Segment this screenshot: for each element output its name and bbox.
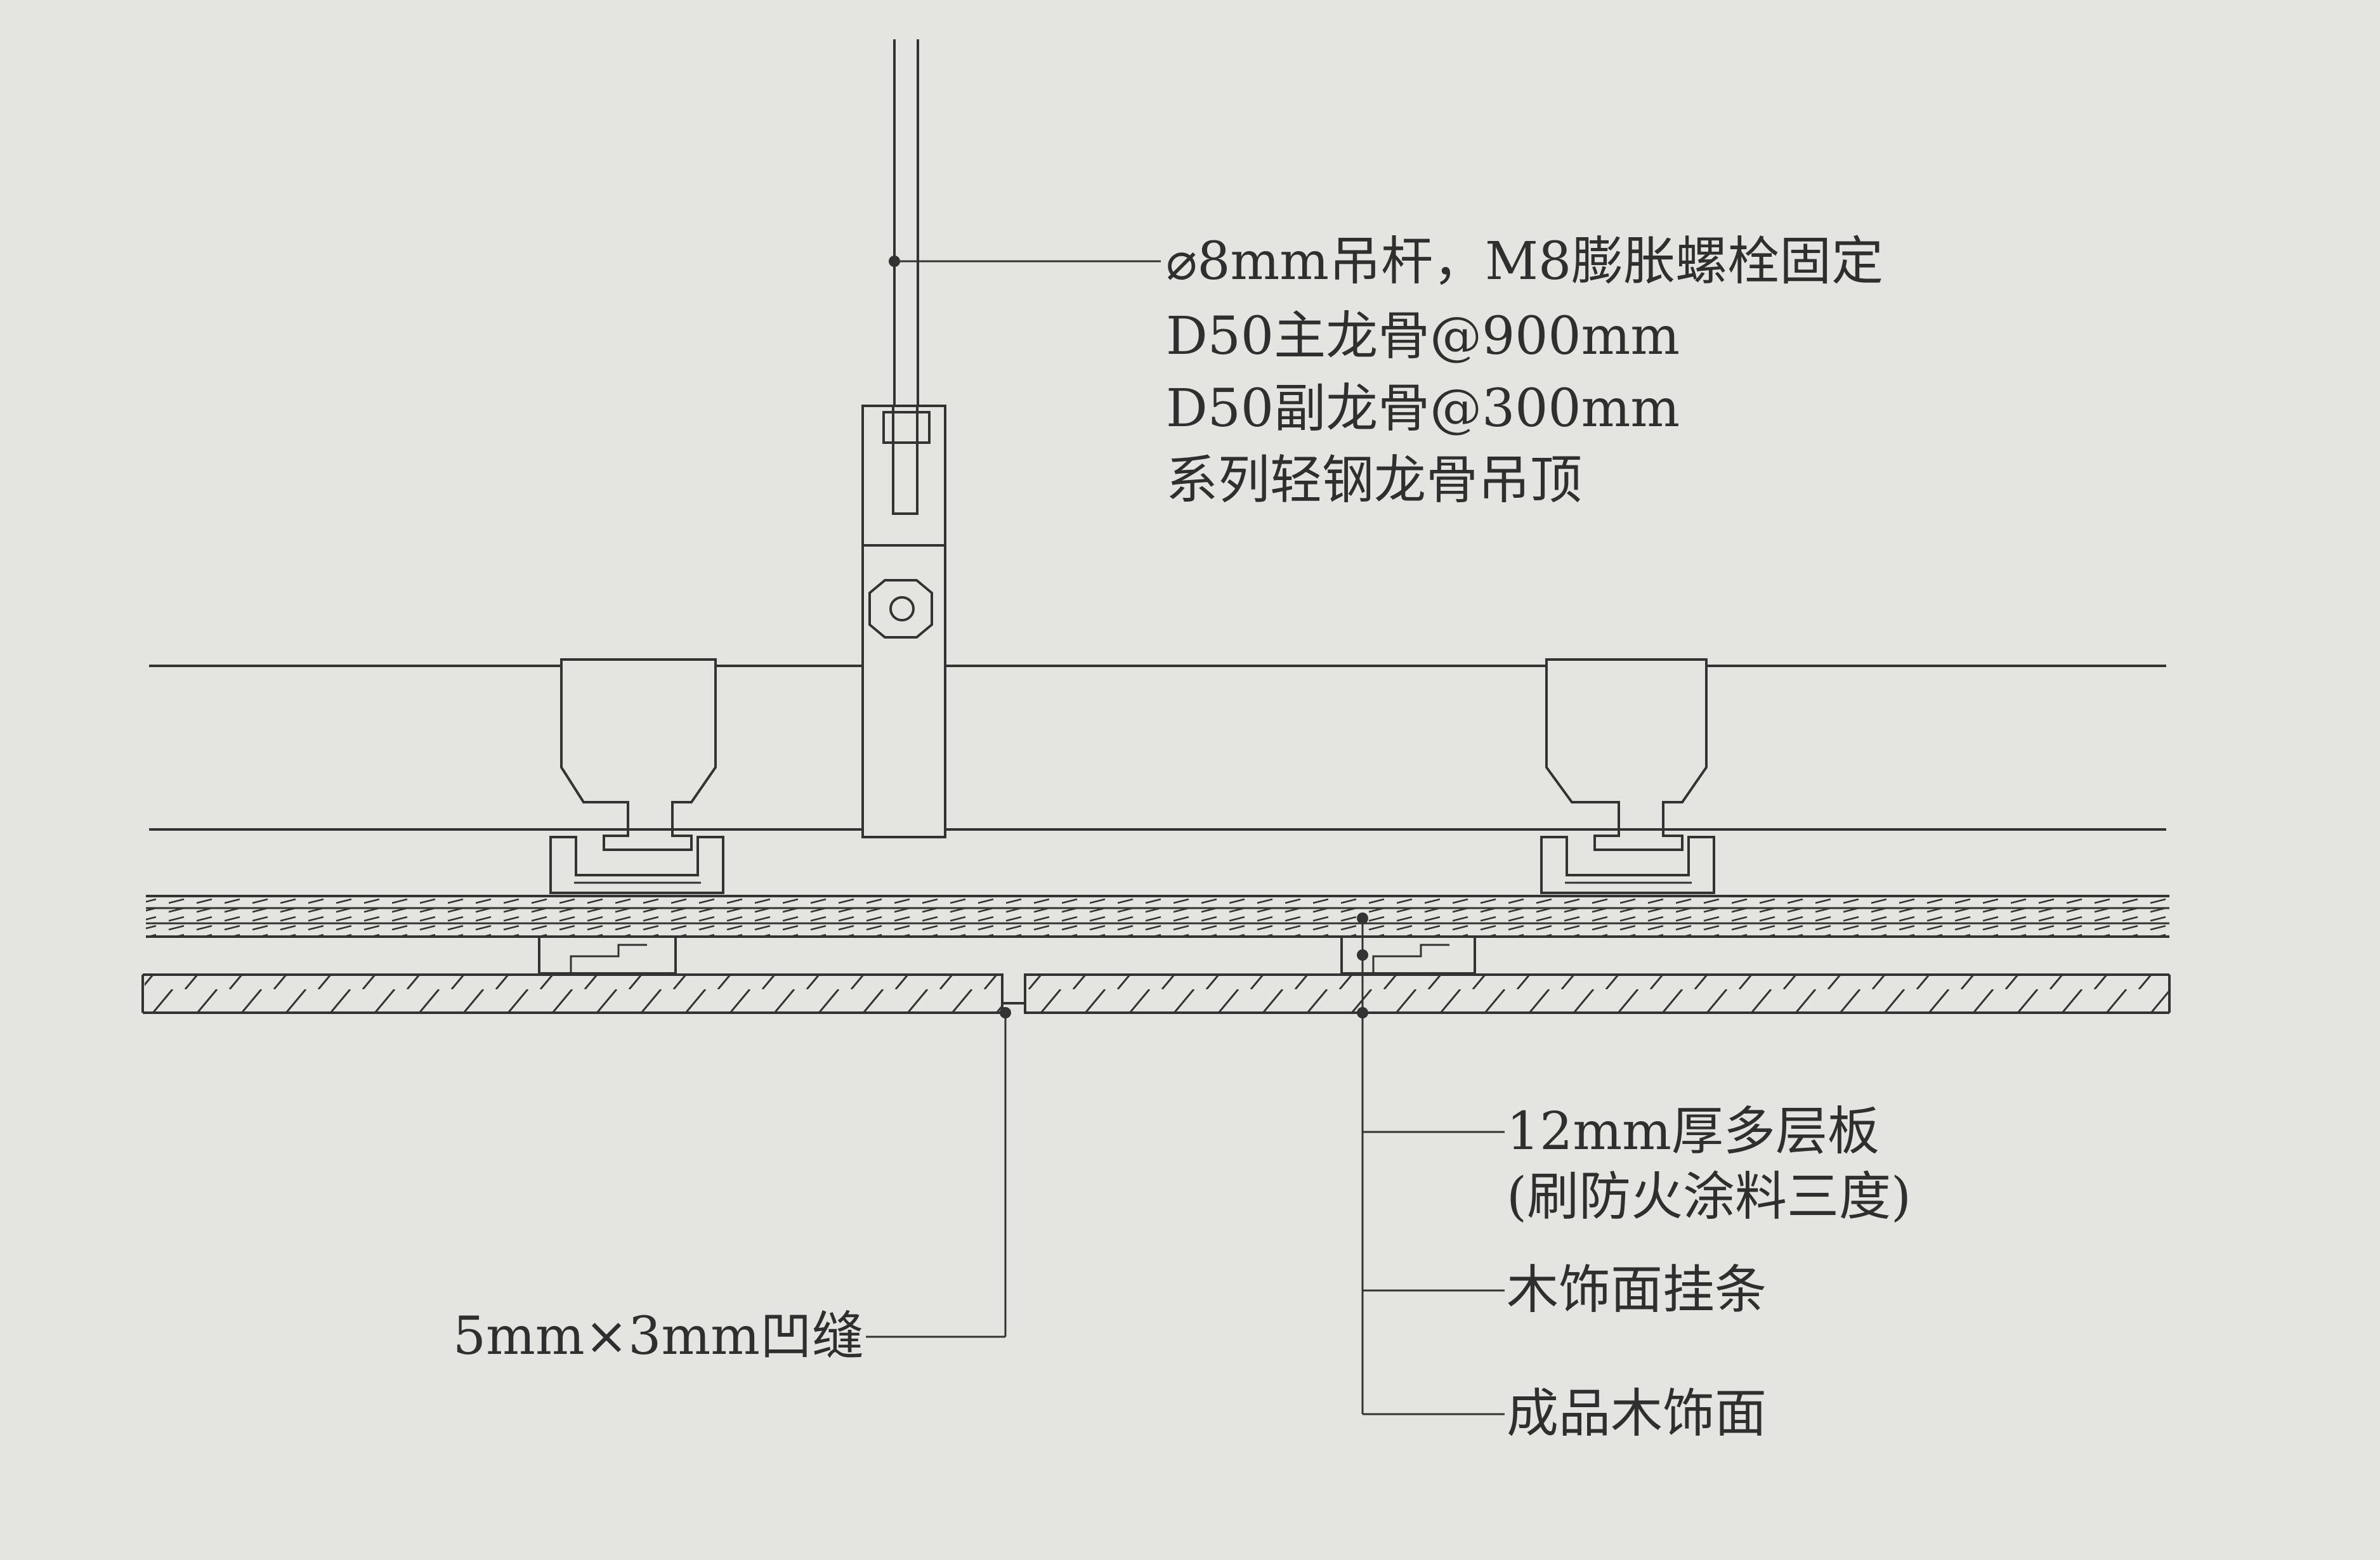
hex-nut-icon [868,579,933,639]
main-keel [149,665,2166,831]
plywood-layer [146,895,2169,938]
wood-veneer-panel [141,973,2171,1014]
label-finish: 成品木饰面 [1507,1384,1767,1444]
leader-layers [1357,913,1505,1415]
hanging-strip-left [538,937,677,975]
leader-rod [889,256,1161,267]
label-fireproof: (刷防火涂料三度) [1507,1167,1911,1227]
label-main-keel: D50主龙骨@900mm [1166,306,1680,367]
sub-keel-clip-left [549,658,724,894]
sub-keel-clip-right [1540,658,1715,894]
label-hanging-strip: 木饰面挂条 [1507,1260,1767,1320]
label-groove: 5mm×3mm凹缝 [453,1306,864,1367]
label-ceiling-system: 系列轻钢龙骨吊顶 [1166,450,1582,510]
suspension-rod [893,39,919,406]
hanger-bracket [861,405,946,838]
groove-joint [1001,973,1026,1014]
label-sub-keel: D50副龙骨@300mm [1166,379,1680,439]
label-suspension-rod: ⌀8mm吊杆，M8膨胀螺栓固定 [1166,231,1883,292]
leader-groove [866,1007,1011,1338]
label-plywood: 12mm厚多层板 [1507,1102,1880,1162]
